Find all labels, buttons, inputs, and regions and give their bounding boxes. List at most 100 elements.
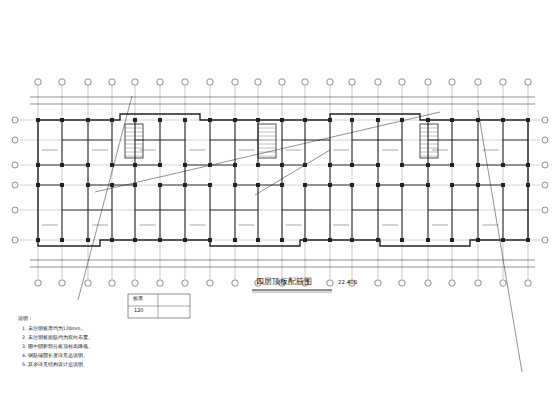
stair-tread [125, 144, 143, 145]
rebar-mark [239, 225, 255, 226]
wall [235, 210, 258, 211]
column [400, 183, 404, 187]
column [158, 183, 162, 187]
column [526, 118, 530, 122]
rebar-mark [92, 150, 108, 151]
wall [352, 120, 353, 165]
rebar-mark [432, 150, 448, 151]
wall [428, 165, 452, 166]
dimension-line [30, 97, 535, 98]
wall [160, 120, 161, 165]
table-cell: 120 [134, 308, 144, 314]
grid-axis [160, 86, 161, 250]
axis-bubble [449, 280, 455, 286]
grid-axis [62, 250, 63, 279]
rebar-mark [286, 225, 302, 226]
grid-axis [282, 86, 283, 250]
wall [478, 165, 503, 166]
stair-tread [258, 144, 276, 145]
wall [352, 210, 378, 211]
wall [378, 185, 402, 186]
wall [452, 185, 478, 186]
note-line: 4. 钢筋锚固长度详见总说明。 [22, 353, 88, 358]
section-line [255, 150, 330, 195]
stair-tread [258, 148, 276, 149]
column [476, 238, 480, 242]
note-line: 2. 未注明板面筋均为双向布置。 [22, 335, 93, 340]
elevation-mark: 22.400 [338, 279, 357, 285]
axis-bubble [157, 79, 163, 85]
grid-axis [258, 86, 259, 250]
column [86, 238, 90, 242]
grid-axis [38, 250, 39, 279]
column [426, 163, 430, 167]
axis-bubble [109, 280, 115, 286]
axis-bubble [399, 79, 405, 85]
column [233, 183, 237, 187]
wall [452, 140, 478, 141]
column [303, 118, 307, 122]
column [501, 238, 505, 242]
column [110, 183, 114, 187]
wall [62, 120, 63, 165]
column [110, 118, 114, 122]
column [256, 118, 260, 122]
stair-tread [125, 128, 143, 129]
column [303, 238, 307, 242]
column [400, 238, 404, 242]
grid-axis [282, 250, 283, 279]
wall [160, 140, 185, 141]
column [233, 238, 237, 242]
grid-axis [305, 86, 306, 250]
wall [352, 140, 378, 141]
table-border [128, 294, 190, 318]
wall [452, 210, 478, 211]
column [233, 118, 237, 122]
wall [305, 210, 330, 211]
grid-axis [402, 86, 403, 250]
axis-bubble [525, 79, 531, 85]
table-cell: 板厚 [133, 296, 143, 302]
column [60, 118, 64, 122]
column [183, 163, 187, 167]
axis-bubble [232, 280, 238, 286]
grid-axis [428, 250, 429, 279]
axis-bubble [375, 280, 381, 286]
grid-axis [185, 250, 186, 279]
wall [452, 185, 453, 240]
column [450, 238, 454, 242]
wall [282, 140, 305, 141]
wall [378, 120, 379, 240]
axis-bubble [425, 79, 431, 85]
wall [185, 120, 186, 240]
column [60, 238, 64, 242]
wall [185, 165, 210, 166]
wall [330, 185, 352, 186]
column [350, 118, 354, 122]
column [328, 163, 332, 167]
rebar-mark [483, 225, 499, 226]
wall [210, 120, 211, 165]
column [158, 163, 162, 167]
axis-bubble [35, 79, 41, 85]
stair-tread [420, 144, 438, 145]
column [450, 163, 454, 167]
axis-bubble [85, 79, 91, 85]
axis-bubble [132, 280, 138, 286]
plan-lines [12, 79, 548, 372]
wall [402, 120, 403, 165]
column [86, 183, 90, 187]
column [183, 118, 187, 122]
grid-axis [112, 250, 113, 279]
axis-bubble [399, 280, 405, 286]
column [350, 183, 354, 187]
column [476, 163, 480, 167]
title-underline [252, 292, 332, 293]
grid-axis [452, 250, 453, 279]
axis-bubble [182, 79, 188, 85]
wall [452, 120, 453, 165]
section-line [95, 112, 440, 192]
grid-axis [62, 86, 63, 250]
axis-bubble [109, 79, 115, 85]
stair-tread [258, 128, 276, 129]
